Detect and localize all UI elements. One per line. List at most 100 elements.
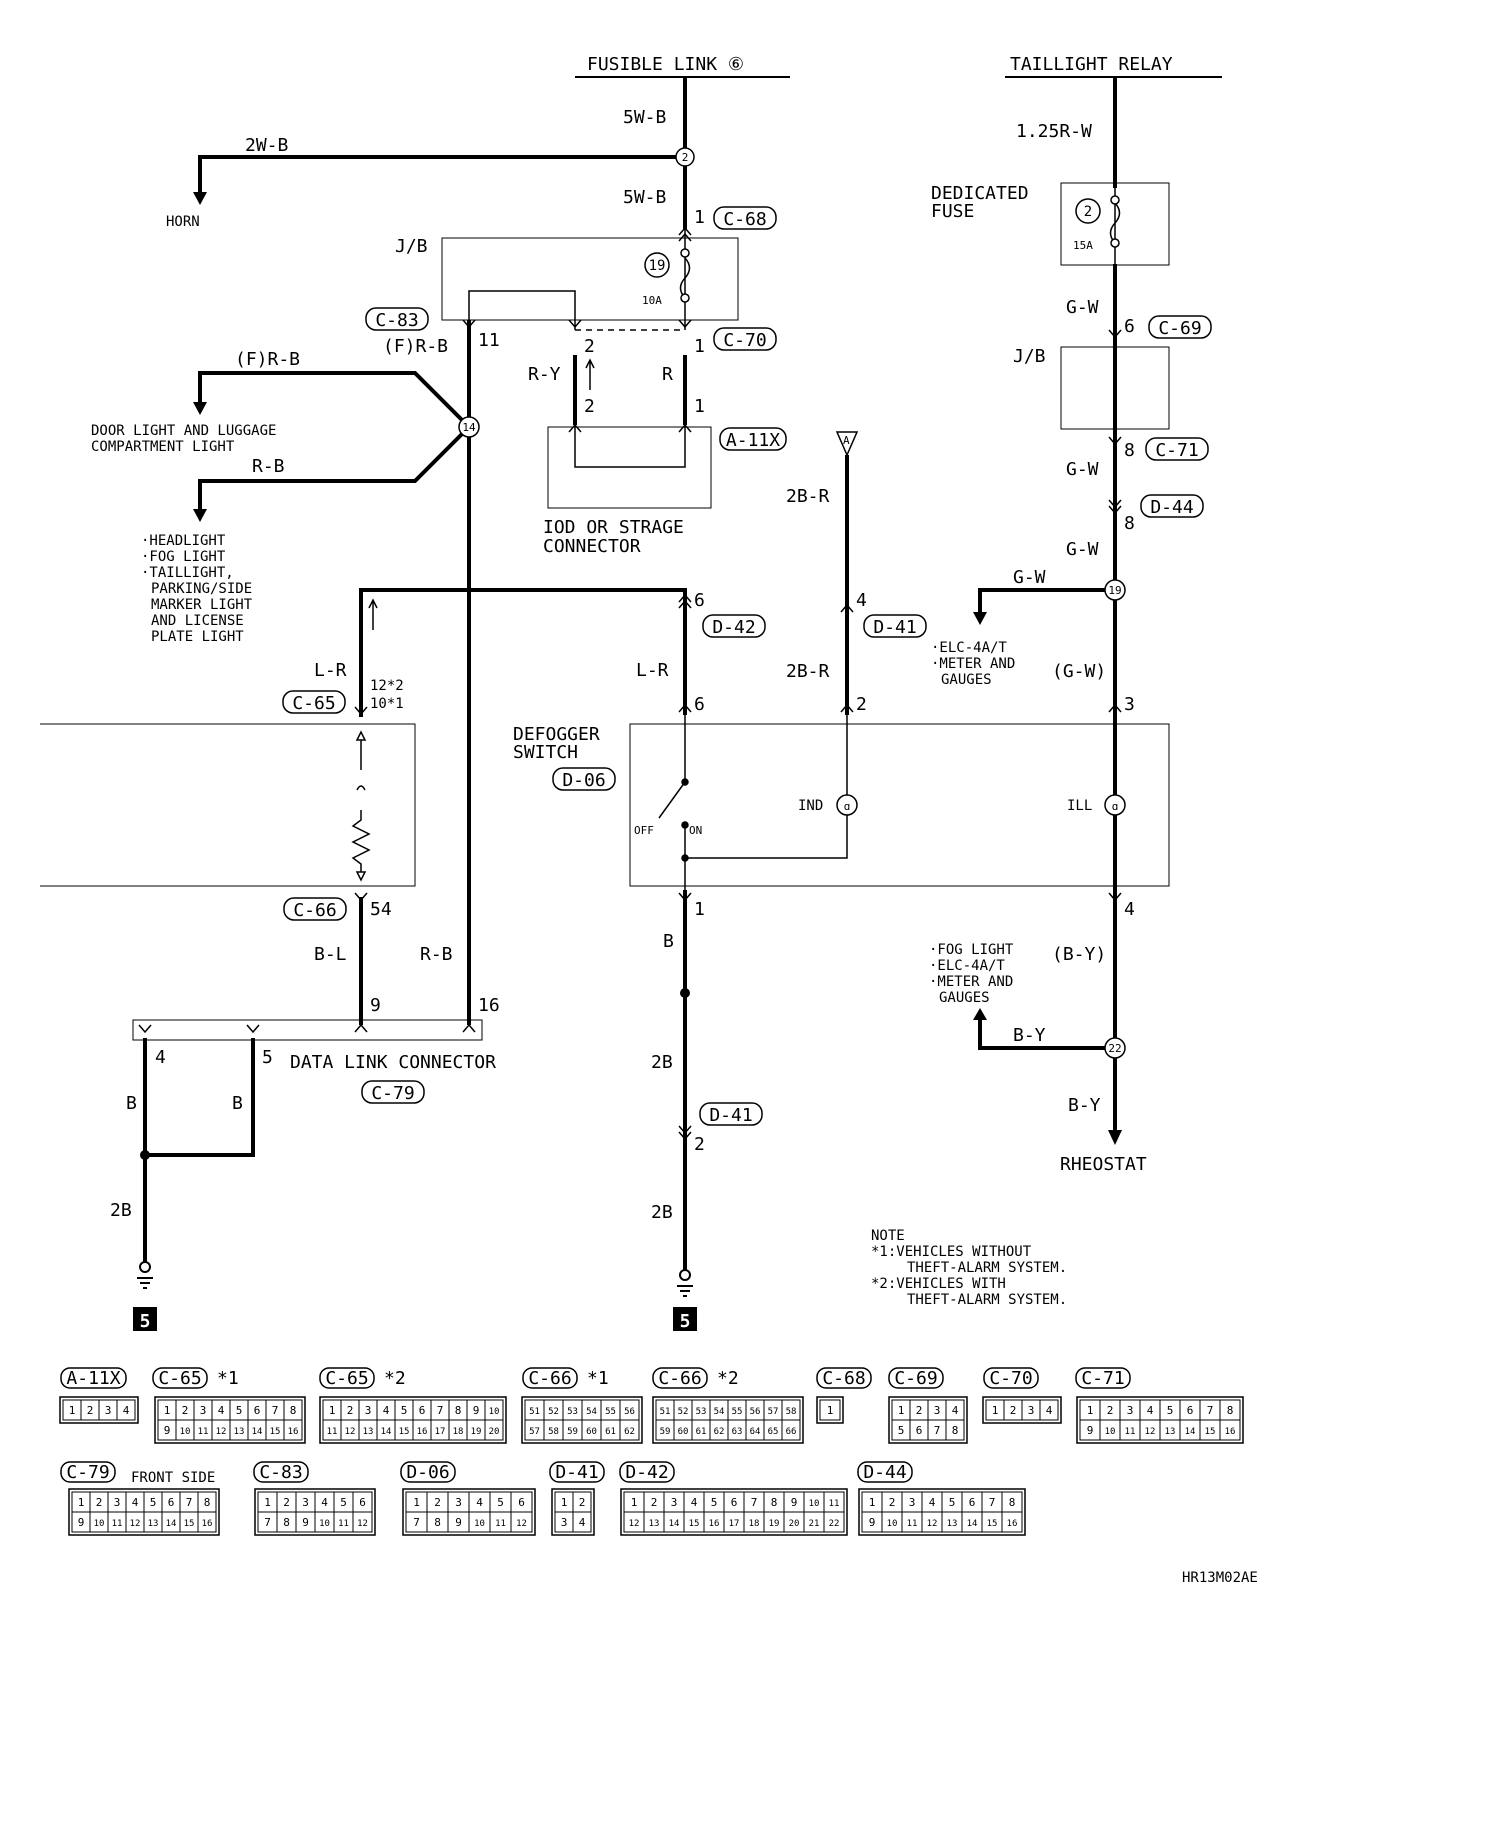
pin-c66-54: 54 <box>370 899 392 920</box>
connector-view-cell <box>1039 1399 1059 1421</box>
connector-view-pin: 10 <box>319 1519 330 1529</box>
tag-c66-frame <box>283 897 347 921</box>
connector-view-pin: 10 <box>489 1407 500 1417</box>
connector-view-pin: 5 <box>1167 1404 1174 1417</box>
term-d06-3 <box>1108 703 1122 713</box>
connector-view-pin: 18 <box>749 1519 760 1529</box>
connector-view-pin: 4 <box>579 1516 586 1529</box>
tag-c69: C-69 <box>1158 318 1201 339</box>
pin-c68-1: 1 <box>694 207 705 228</box>
connector-view-pin: 13 <box>363 1427 374 1437</box>
label-off: OFF <box>634 824 654 837</box>
splice-22-label: 22 <box>1108 1042 1121 1055</box>
wire-label-125rw: 1.25R-W <box>1016 121 1092 142</box>
splice-2-label: 2 <box>682 151 689 164</box>
connector-view-pin: 9 <box>78 1516 85 1529</box>
label-rheostat: RHEOSTAT <box>1060 1154 1147 1175</box>
connector-view-pin: 8 <box>1227 1404 1234 1417</box>
connector-view-pin: 5 <box>401 1404 408 1417</box>
ground-point-5b-label: 5 <box>680 1311 691 1332</box>
tag-d44: D-44 <box>1150 497 1193 518</box>
connector-view-id: C-65 <box>325 1368 368 1389</box>
label-horn: HORN <box>166 214 200 230</box>
connector-view-pin: 11 <box>198 1427 209 1437</box>
connector-view-pin: 15 <box>689 1519 700 1529</box>
connector-view-id: D-41 <box>555 1462 598 1483</box>
pin-d06-3: 3 <box>1124 694 1135 715</box>
label-elc-2: ·METER AND <box>931 656 1015 672</box>
connector-view-pin: 13 <box>947 1519 958 1529</box>
connector-view-pin: 4 <box>952 1404 959 1417</box>
label-ind: IND <box>798 798 823 814</box>
wire-label-f-rb-a: (F)R-B <box>235 349 300 370</box>
note-4: *2:VEHICLES WITH <box>871 1276 1006 1292</box>
connector-view-pin: 3 <box>909 1496 916 1509</box>
pin-d41-4: 4 <box>856 590 867 611</box>
connector-view-pin: 3 <box>455 1496 462 1509</box>
component-labels: HORN J/B J/B DEDICATED FUSE DOOR LIGHT A… <box>91 183 1258 1586</box>
splice-14-label: 14 <box>462 421 476 434</box>
connector-view-pin: 5 <box>497 1496 504 1509</box>
ground-point-5a-label: 5 <box>140 1311 151 1332</box>
connector-view-pin: 64 <box>750 1427 761 1437</box>
fuse19-number: 19 <box>649 258 666 274</box>
connector-view-pin: 15 <box>1205 1427 1216 1437</box>
wire-label-b1: B <box>663 931 674 952</box>
label-fog-3: ·METER AND <box>929 974 1013 990</box>
wire-label-gw1: G-W <box>1066 297 1099 318</box>
connector-view-pin: 12 <box>516 1519 527 1529</box>
pin-dlc-4: 4 <box>155 1047 166 1068</box>
ind-lamp-glyph: ɑ <box>844 800 851 813</box>
ecu-diode-bottom <box>355 871 367 882</box>
connector-view-pin: 12 <box>629 1519 640 1529</box>
connector-view-pin: 8 <box>771 1496 778 1509</box>
connector-view-pin: 2 <box>1010 1404 1017 1417</box>
connector-view-pin: 19 <box>769 1519 780 1529</box>
connector-view-pin: 66 <box>786 1427 797 1437</box>
connector-view-pin: 53 <box>696 1407 707 1417</box>
connector-view-cell <box>283 1419 303 1441</box>
tag-c65: C-65 <box>292 693 335 714</box>
connector-view-pin: 59 <box>660 1427 671 1437</box>
wire-gw-branch <box>978 588 1115 615</box>
arrow-a-label: A <box>843 434 850 447</box>
connector-view-c-68: C-681 <box>816 1367 872 1424</box>
tag-d41-frame <box>863 614 927 638</box>
connector-view-pin: 4 <box>321 1496 328 1509</box>
wire-f-rb <box>198 371 471 429</box>
connector-view-pin: 54 <box>586 1407 597 1417</box>
connector-view-pin: 14 <box>967 1519 978 1529</box>
connector-view-pin: 7 <box>1207 1404 1214 1417</box>
pin-d06-1: 1 <box>694 899 705 920</box>
iod-connector-box <box>547 426 712 509</box>
connector-view-pin: 1 <box>1087 1404 1094 1417</box>
tag-a11x-frame <box>719 427 787 451</box>
ground-b-terminal <box>679 1269 691 1281</box>
tag-c69-frame <box>1148 315 1212 339</box>
connector-view-pin: 17 <box>435 1427 446 1437</box>
tag-d44-frame <box>1140 494 1204 518</box>
fuse-symbols <box>679 195 1121 303</box>
arrow-horn <box>193 192 207 205</box>
connector-view-pin: 3 <box>105 1404 112 1417</box>
term-d06-2 <box>840 703 854 713</box>
connector-view-pin: 11 <box>112 1519 123 1529</box>
fuse2-terminal-top <box>1110 195 1120 205</box>
label-head-4: PARKING/SIDE <box>151 581 252 597</box>
connector-view-pin: 12 <box>1145 1427 1156 1437</box>
connector-view-pin: 53 <box>567 1407 578 1417</box>
terminal-chevrons <box>138 226 1122 1141</box>
connector-view-tag-frame <box>888 1367 944 1389</box>
label-head-2: ·FOG LIGHT <box>141 549 226 565</box>
connector-view-pin: 2 <box>283 1496 290 1509</box>
connector-view-variant: *1 <box>217 1368 239 1389</box>
switch-on-contact <box>681 821 689 829</box>
connector-view-pin: 16 <box>1007 1519 1018 1529</box>
connector-view-pin: 61 <box>605 1427 616 1437</box>
